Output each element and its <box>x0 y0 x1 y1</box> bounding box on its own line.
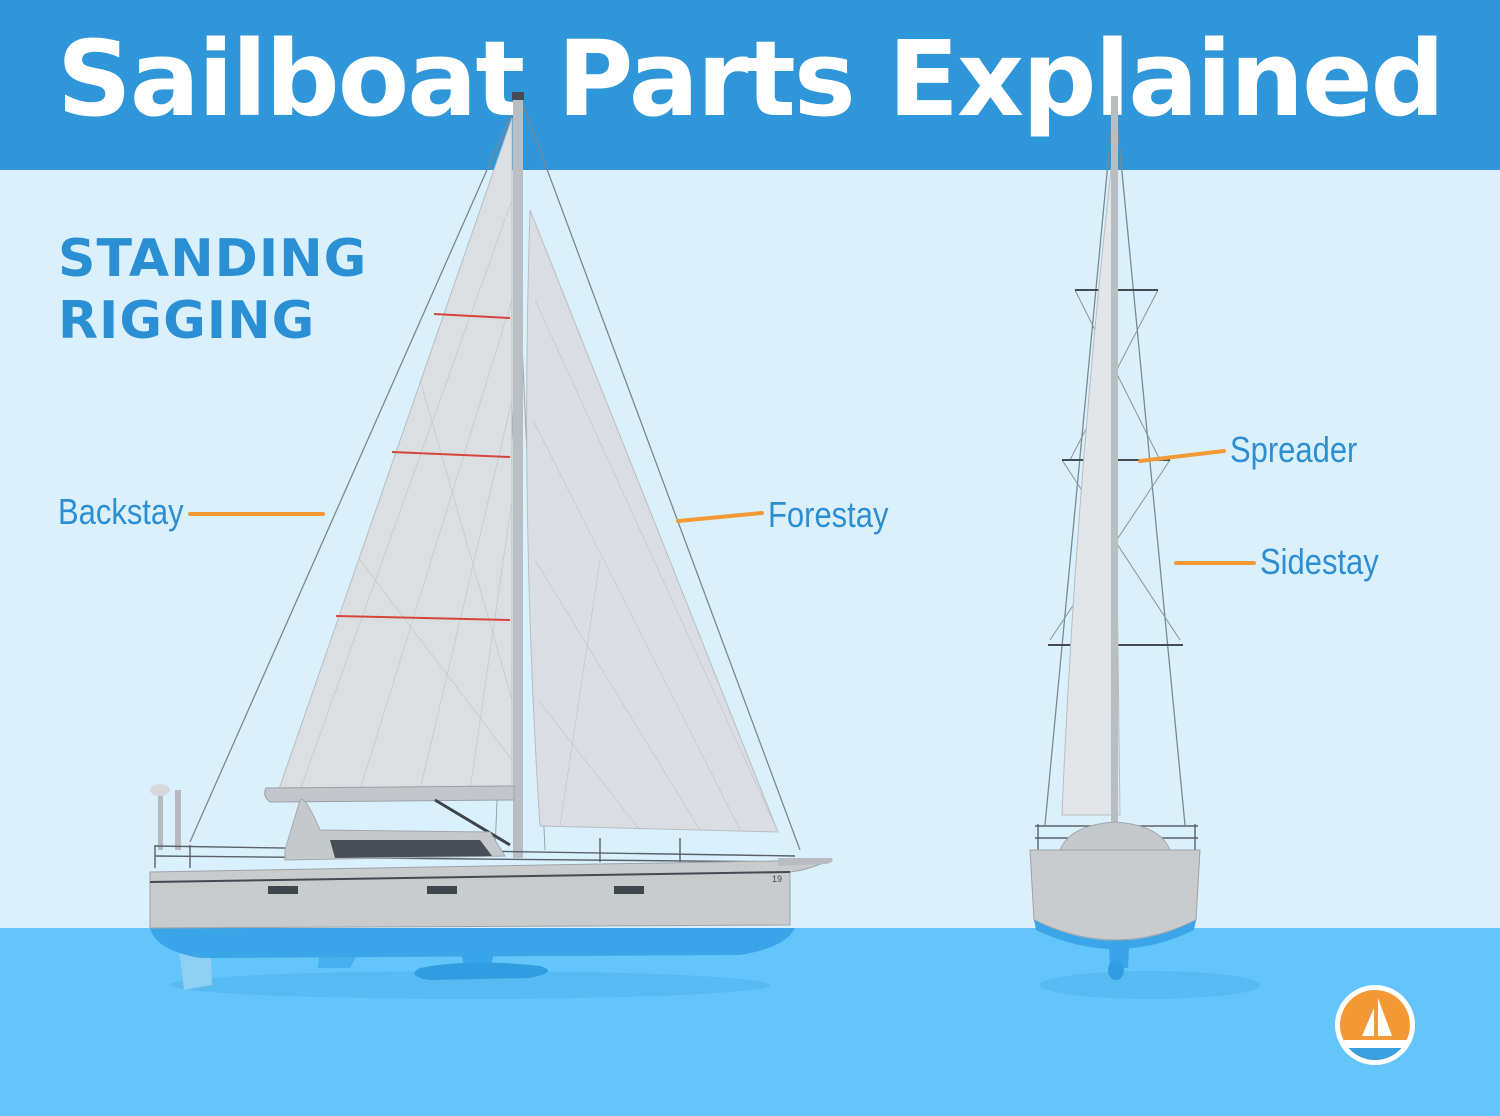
hull-number: 19 <box>772 874 782 884</box>
sailboat-logo-icon <box>1335 985 1415 1065</box>
radar-pole <box>175 790 181 850</box>
front-view-sailboat <box>1029 96 1260 999</box>
reef-line-2 <box>391 451 511 458</box>
front-cabin <box>1059 821 1171 851</box>
section-heading-line-1: STANDING <box>58 229 368 289</box>
front-mast <box>1111 96 1118 824</box>
backstay-label: Backstay <box>58 491 184 532</box>
boom <box>264 785 515 803</box>
jib-sail <box>526 209 779 833</box>
front-sidestay-right <box>1115 109 1186 826</box>
front-sidestay-left <box>1044 109 1114 826</box>
front-keel-bulb <box>1108 960 1124 980</box>
reef-line-3 <box>335 615 511 621</box>
side-hull <box>149 859 831 929</box>
front-mast-top <box>1111 96 1118 170</box>
section-heading: STANDING RIGGING <box>58 228 367 352</box>
bowsprit <box>778 858 833 866</box>
keel-bulb <box>414 962 548 980</box>
header-bar <box>0 0 1500 170</box>
jib-seams <box>532 299 779 833</box>
front-hull <box>1029 849 1201 941</box>
side-mast <box>513 96 523 858</box>
hull-window-2 <box>427 886 457 894</box>
cabin-window <box>330 840 492 858</box>
sidestay-label: Sidestay <box>1260 541 1379 582</box>
section-heading-line-2: RIGGING <box>58 291 316 351</box>
page-title: Sailboat Parts Explained <box>56 18 1445 140</box>
side-backstay <box>189 101 518 843</box>
side-hull-underwater <box>150 928 795 958</box>
front-hull-underwater <box>1034 920 1196 949</box>
side-forestay <box>521 101 801 851</box>
antenna-pole <box>158 795 163 850</box>
hull-stripe <box>149 871 791 883</box>
radome <box>150 784 170 796</box>
hull-window-1 <box>268 886 298 894</box>
reef-line-1 <box>433 313 511 319</box>
mainsail-seams <box>299 199 513 791</box>
water-background <box>0 928 1500 1116</box>
side-masthead-top <box>512 92 524 100</box>
front-sail <box>1061 159 1121 816</box>
forestay-label: Forestay <box>768 494 889 535</box>
hull-window-3 <box>614 886 644 894</box>
forestay-leader <box>676 511 764 523</box>
spreader-label: Spreader <box>1230 429 1358 470</box>
side-hull-reflection <box>170 971 770 999</box>
boom-vang <box>434 798 511 847</box>
spreader-leader <box>1138 449 1226 463</box>
mast-overlay <box>512 92 1118 170</box>
side-mast-top <box>513 96 523 170</box>
side-view-sailboat <box>149 92 833 999</box>
front-hull-reflection <box>1040 971 1260 999</box>
